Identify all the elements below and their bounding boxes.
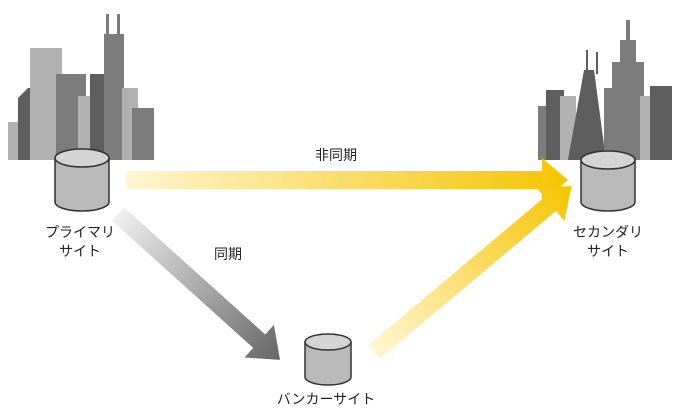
primary-database-icon [54,148,110,212]
bunker-to-secondary-arrow [368,186,572,359]
bunker-database-icon [304,333,352,386]
secondary-site-label-line2: サイト [587,244,629,260]
async-label: 非同期 [315,148,357,164]
secondary-site-label-line1: セカンダリ [573,225,643,241]
secondary-database-icon [580,150,636,212]
bunker-site-label: バンカーサイト [276,392,376,408]
sync-replication-arrow [111,207,281,360]
primary-site-label: プライマリ サイト [32,224,128,262]
primary-site-label-line2: サイト [59,244,101,260]
sync-label: 同期 [214,247,242,263]
secondary-city-skyline-icon [538,20,672,160]
primary-city-skyline-icon [8,14,154,160]
secondary-site-label: セカンダリ サイト [560,224,656,262]
async-replication-arrow [126,158,568,202]
primary-site-label-line1: プライマリ [45,225,115,241]
